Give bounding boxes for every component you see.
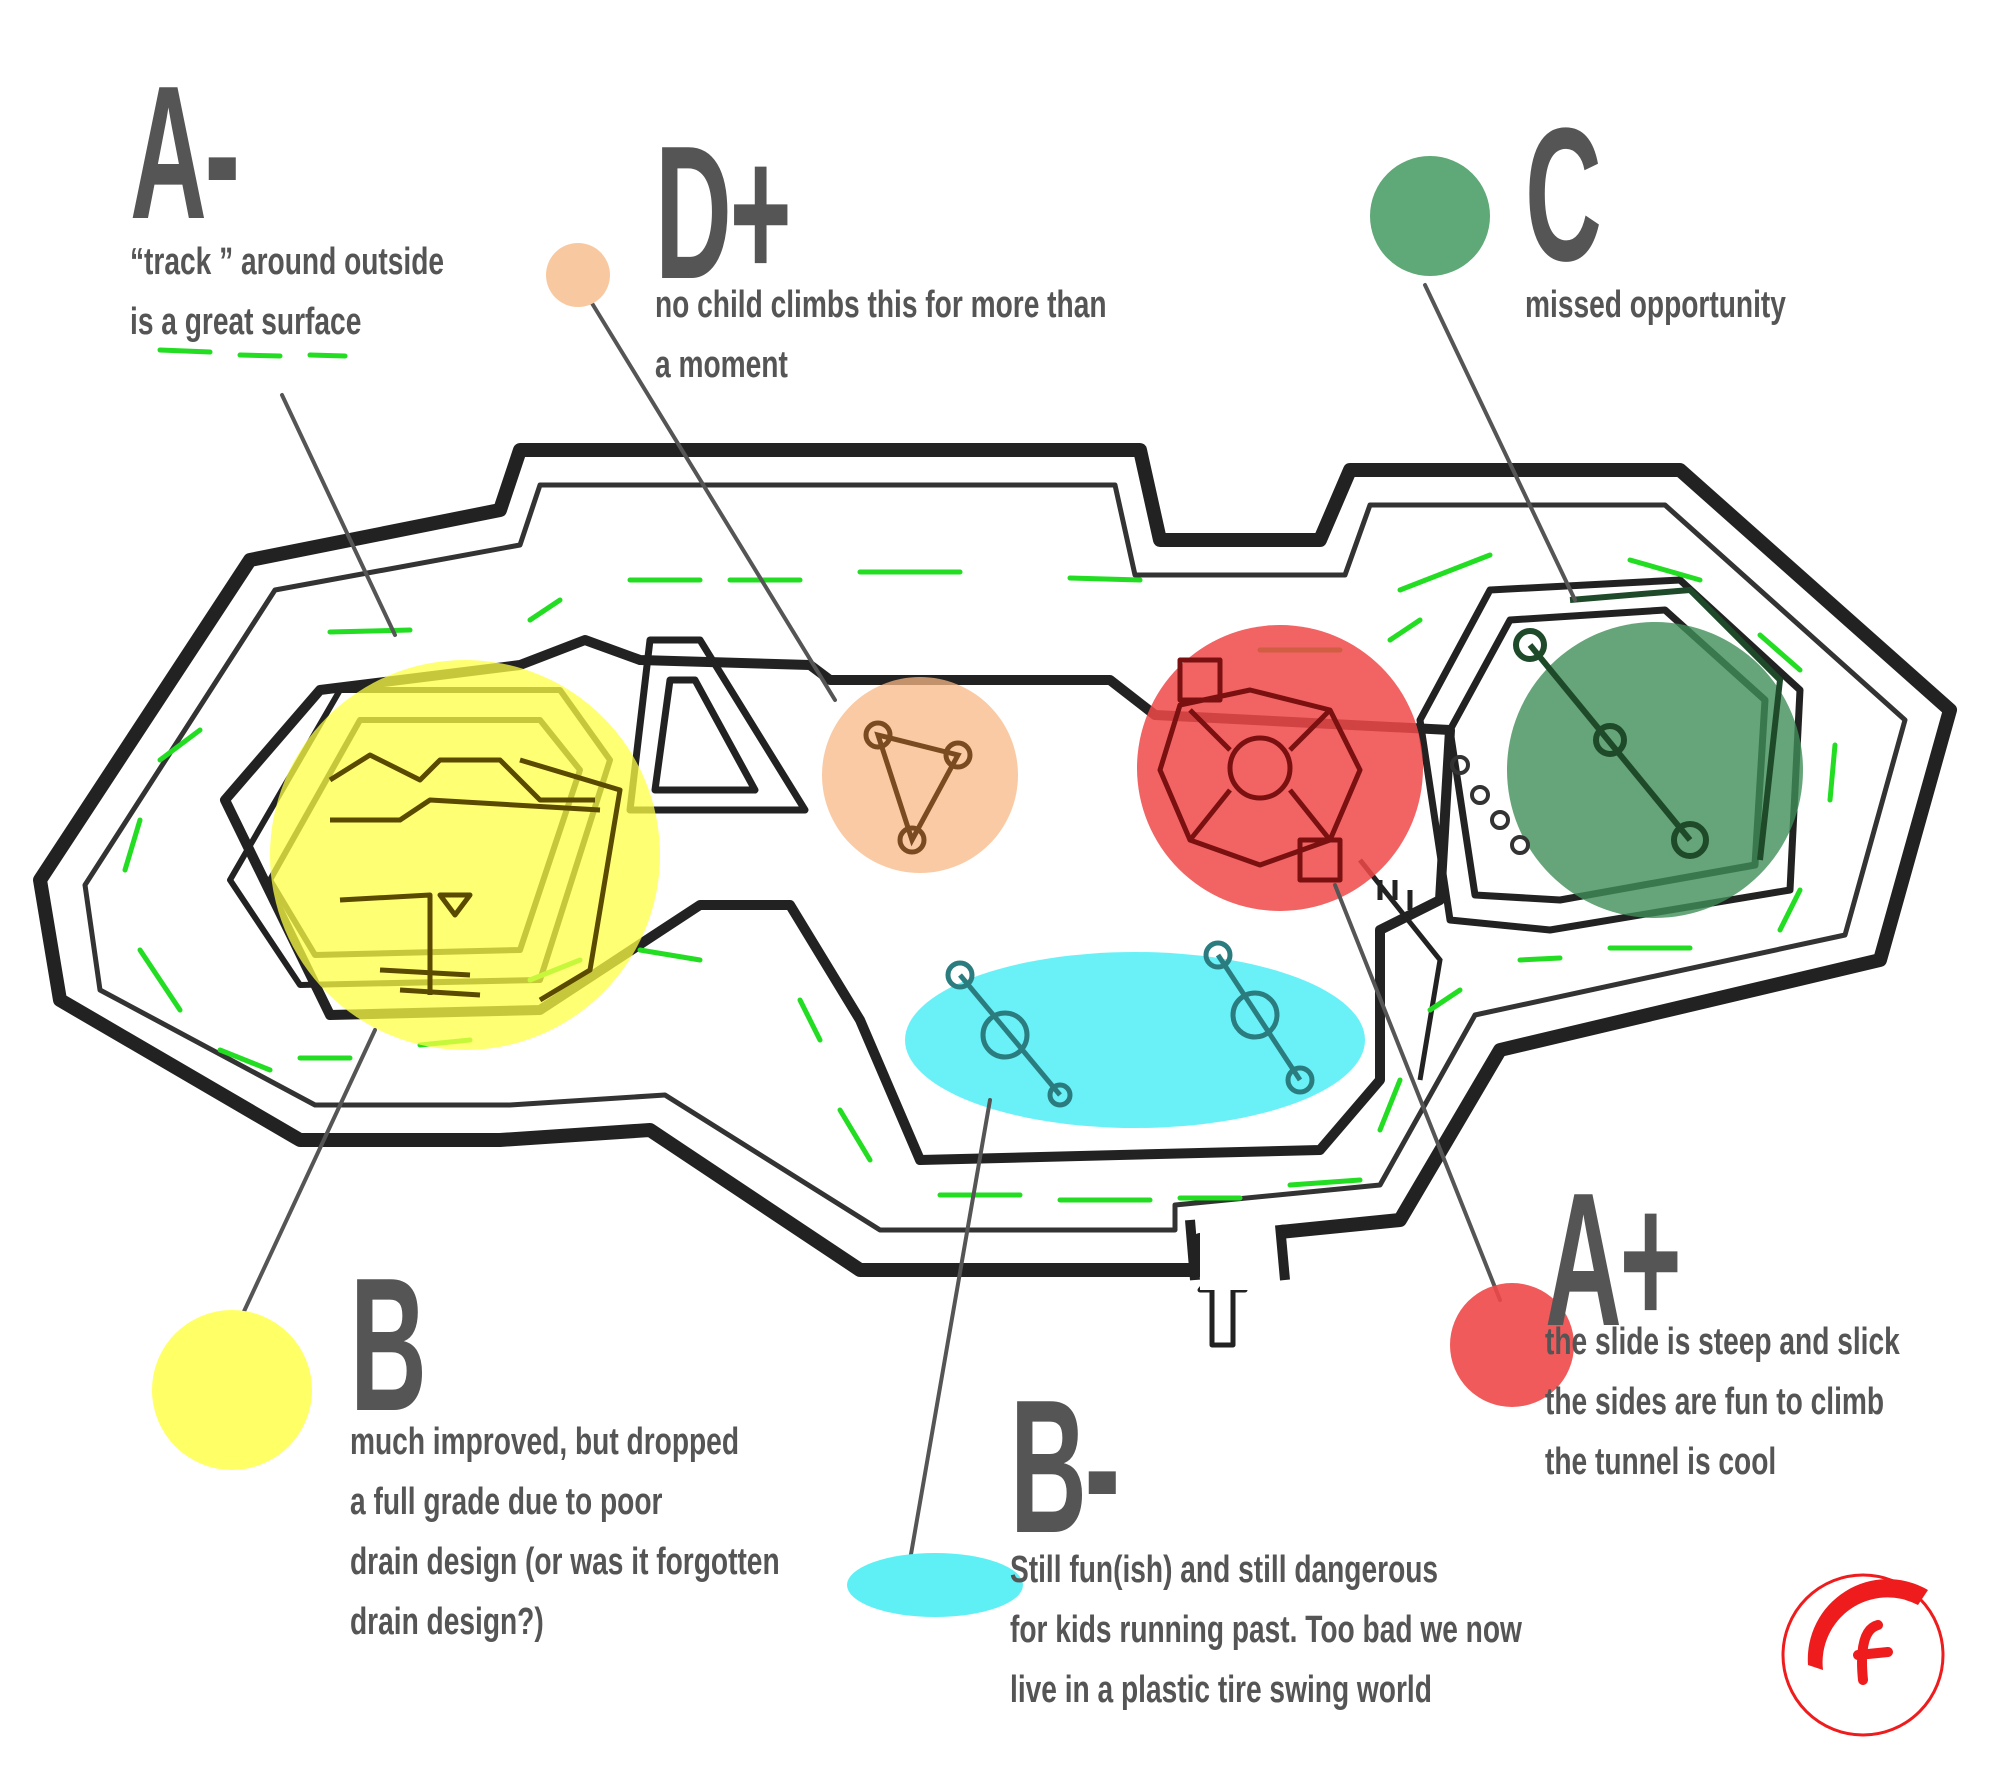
note-c-line-1: missed opportunity	[1525, 284, 1786, 326]
note-d-plus: no child climbs this for more than a mom…	[655, 275, 1107, 395]
note-b: much improved, but dropped a full grade …	[350, 1412, 780, 1652]
red-marker	[1450, 1283, 1574, 1407]
note-a-plus-line-2: the sides are fun to climb	[1545, 1381, 1885, 1423]
green-marker	[1370, 156, 1490, 276]
grade-d-plus: D+	[655, 107, 792, 319]
yellow-highlight-circle	[270, 660, 660, 1050]
slide-ramp	[1358, 858, 1443, 1081]
triangle-structure	[626, 636, 809, 814]
note-b-line-4: drain design?)	[350, 1601, 544, 1643]
cyan-marker	[847, 1553, 1023, 1617]
swing-sketches	[945, 940, 1315, 1108]
grade-a-minus: A-	[130, 47, 240, 259]
note-d-plus-line-1: no child climbs this for more than	[655, 284, 1107, 326]
entrance-gap	[1200, 1220, 1280, 1290]
note-a-minus-line-1: “track ” around outside	[130, 241, 445, 283]
note-a-plus-line-1: the slide is steep and slick	[1545, 1321, 1900, 1363]
outer-wall	[33, 443, 1957, 1277]
note-b-minus-line-3: live in a plastic tire swing world	[1010, 1669, 1432, 1711]
leader-lines	[238, 283, 1577, 1562]
grade-a-plus: A+	[1545, 1154, 1682, 1366]
annotation-markers	[152, 156, 1574, 1617]
note-a-minus: “track ” around outside is a great surfa…	[130, 232, 444, 352]
note-a-minus-line-2: is a great surface	[130, 301, 362, 343]
note-b-minus-line-1: Still fun(ish) and still dangerous	[1010, 1549, 1439, 1591]
green-structure-sketch	[1513, 586, 1784, 861]
outer-wall-inner-line	[82, 482, 1908, 1233]
note-a-plus-line-3: the tunnel is cool	[1545, 1441, 1777, 1483]
inner-wall	[220, 635, 1455, 1165]
note-b-line-1: much improved, but dropped	[350, 1421, 740, 1463]
note-c: missed opportunity	[1525, 275, 1786, 335]
slide-tower-sketch	[1157, 657, 1363, 883]
note-b-line-2: a full grade due to poor	[350, 1481, 663, 1523]
orange-highlight-circle	[822, 677, 1018, 873]
climber-sketch	[863, 720, 973, 855]
grade-b: B	[350, 1239, 427, 1451]
note-b-minus: Still fun(ish) and still dangerous for k…	[1010, 1540, 1522, 1720]
note-a-plus: the slide is steep and slick the sides a…	[1545, 1312, 1900, 1492]
note-b-minus-line-2: for kids running past. Too bad we now	[1010, 1609, 1522, 1651]
rings	[1450, 755, 1530, 855]
green-highlight-circle	[1507, 622, 1803, 918]
yellow-marker	[152, 1310, 312, 1470]
grade-c: C	[1525, 89, 1602, 301]
brand-logo	[1781, 1573, 1945, 1737]
orange-marker	[546, 243, 610, 307]
grade-b-minus: B-	[1010, 1361, 1120, 1573]
equipment-sketches	[328, 752, 623, 1003]
note-b-line-3: drain design (or was it forgotten	[350, 1541, 780, 1583]
note-d-plus-line-2: a moment	[655, 344, 788, 386]
